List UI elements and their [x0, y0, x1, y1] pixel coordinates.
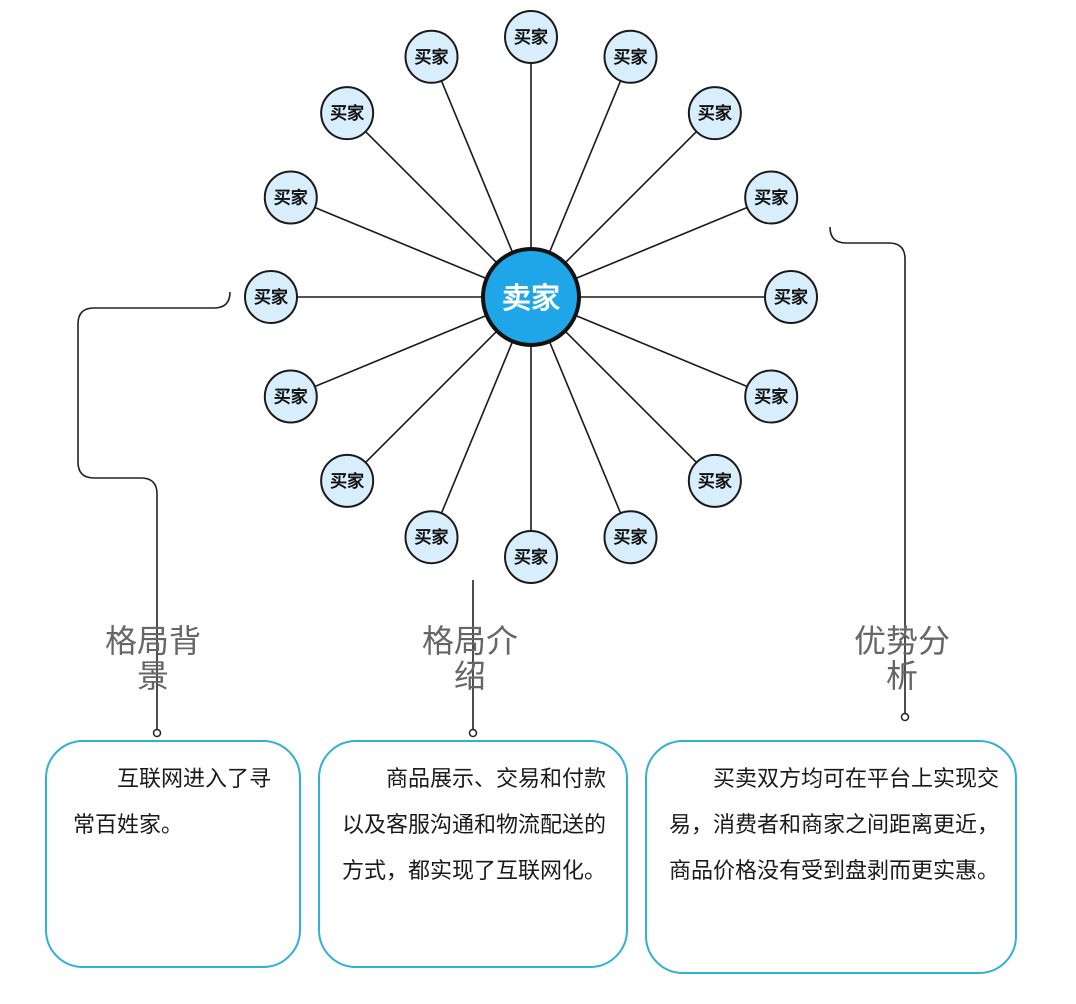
- connector-line: [440, 341, 514, 514]
- introduction-text: 商品展示、交易和付款以及客服沟通和物流配送的方式，都实现了互联网化。: [342, 767, 607, 884]
- buyer-label: 买家: [254, 287, 288, 308]
- buyer-node: 买家: [320, 453, 375, 508]
- buyer-node: 买家: [320, 86, 375, 141]
- buyer-circle: [320, 453, 375, 508]
- buyer-label: 买家: [330, 103, 364, 124]
- buyer-label: 买家: [774, 287, 808, 308]
- background-box: 互联网进入了寻常百姓家。: [45, 740, 301, 968]
- buyer-node: 买家: [263, 369, 318, 424]
- buyer-circle: [764, 270, 818, 324]
- leader-line-advantages: [829, 226, 906, 717]
- connector-line: [314, 314, 487, 388]
- buyer-label: 买家: [754, 188, 788, 209]
- buyer-circle: [687, 453, 742, 508]
- connector-line: [364, 130, 498, 264]
- section-label-advantages: 优势分析: [853, 622, 950, 695]
- seller-node: 卖家: [481, 247, 581, 347]
- buyer-node: 买家: [764, 270, 818, 324]
- leader-endpoint-introduction: [468, 728, 478, 738]
- advantages-text: 买卖双方均可在平台上实现交易，消费者和商家之间距离更近，商品价格没有受到盘剥而更…: [669, 767, 1000, 884]
- buyer-circle: [687, 86, 742, 141]
- buyer-node: 买家: [244, 270, 298, 324]
- leader-line-background: [77, 291, 231, 733]
- buyer-node: 买家: [263, 170, 318, 225]
- section-label-background: 格局背景: [104, 622, 201, 695]
- connector-line: [364, 330, 498, 464]
- section-label-introduction: 格局介绍: [421, 622, 518, 695]
- buyer-label: 买家: [415, 47, 449, 68]
- connector-line: [564, 330, 698, 464]
- buyer-circle: [263, 170, 318, 225]
- buyer-circle: [744, 369, 799, 424]
- buyer-label: 买家: [698, 103, 732, 124]
- buyer-label: 买家: [330, 471, 364, 492]
- buyer-circle: [603, 29, 658, 84]
- connector-line: [314, 206, 487, 280]
- buyer-node: 买家: [603, 510, 658, 565]
- buyer-node: 买家: [687, 86, 742, 141]
- leader-endpoint-background: [152, 728, 162, 738]
- buyer-node: 买家: [404, 29, 459, 84]
- connector-line: [548, 80, 622, 253]
- buyer-label: 买家: [514, 27, 548, 48]
- connector-line: [548, 341, 622, 514]
- buyer-node: 买家: [404, 510, 459, 565]
- leader-endpoint-advantages: [900, 712, 910, 722]
- buyer-circle: [744, 170, 799, 225]
- buyer-label: 买家: [415, 527, 449, 548]
- buyer-label: 买家: [698, 471, 732, 492]
- buyer-label: 买家: [754, 386, 788, 407]
- buyer-node: 买家: [687, 453, 742, 508]
- buyer-circle: [504, 530, 558, 584]
- seller-label: 卖家: [502, 281, 560, 315]
- connector-line: [440, 80, 514, 253]
- buyer-label: 买家: [613, 47, 647, 68]
- buyer-circle: [603, 510, 658, 565]
- buyer-circle: [404, 510, 459, 565]
- leader-lines: [77, 226, 910, 738]
- connector-line: [564, 130, 698, 264]
- connector-lines: [297, 63, 765, 531]
- buyer-label: 买家: [514, 547, 548, 568]
- buyer-label: 买家: [613, 527, 647, 548]
- buyer-circle: [244, 270, 298, 324]
- buyer-node: 买家: [603, 29, 658, 84]
- buyer-node: 买家: [744, 369, 799, 424]
- buyer-label: 买家: [274, 188, 308, 209]
- introduction-box: 商品展示、交易和付款以及客服沟通和物流配送的方式，都实现了互联网化。: [318, 740, 628, 968]
- buyer-label: 买家: [274, 386, 308, 407]
- buyer-node: 买家: [504, 10, 558, 64]
- advantages-box: 买卖双方均可在平台上实现交易，消费者和商家之间距离更近，商品价格没有受到盘剥而更…: [645, 740, 1017, 974]
- buyer-circle: [263, 369, 318, 424]
- connector-line: [575, 206, 748, 280]
- connector-line: [575, 314, 748, 388]
- buyer-circle: [504, 10, 558, 64]
- buyer-node: 买家: [744, 170, 799, 225]
- buyer-circle: [320, 86, 375, 141]
- buyer-circle: [404, 29, 459, 84]
- buyer-node: 买家: [504, 530, 558, 584]
- background-text: 互联网进入了寻常百姓家。: [73, 767, 272, 838]
